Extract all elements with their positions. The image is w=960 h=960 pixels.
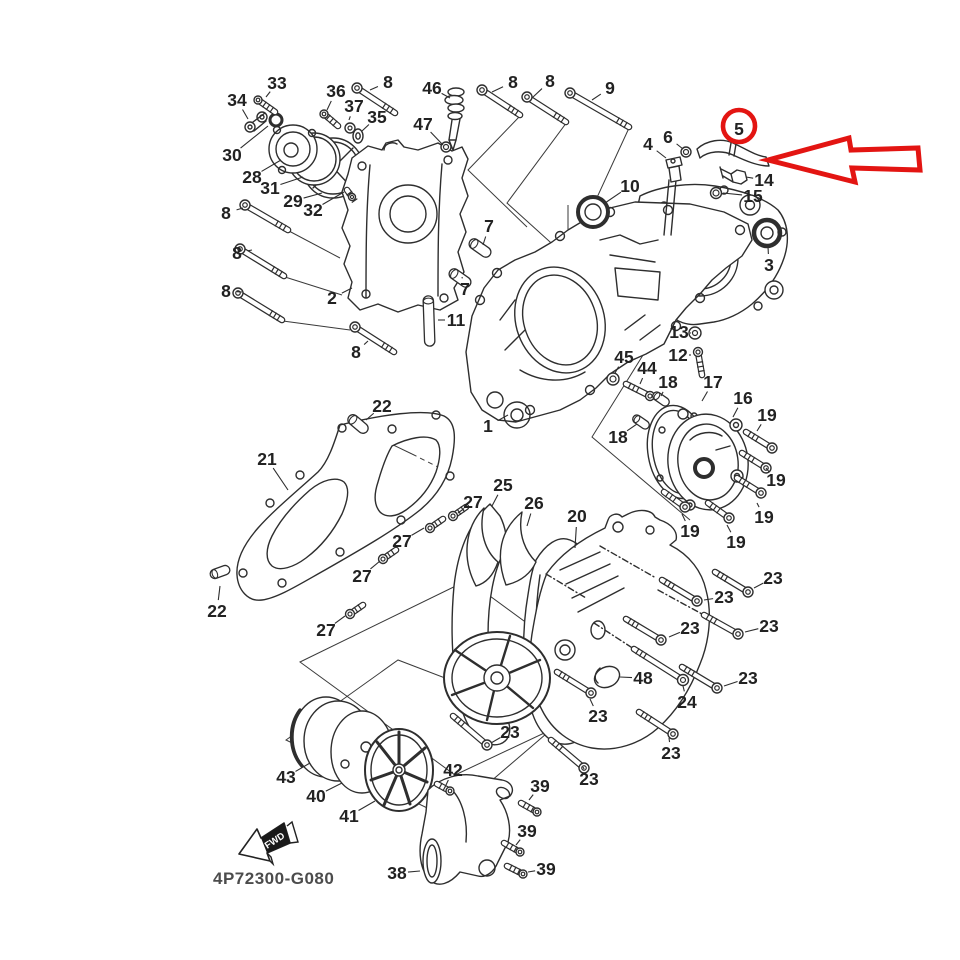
part-label-27-51: 27 <box>463 492 482 512</box>
part-label-27-53: 27 <box>352 566 371 586</box>
part-label-23-62: 23 <box>588 706 608 726</box>
part-label-8-16: 8 <box>221 203 231 223</box>
part-label-15-29: 15 <box>743 186 763 206</box>
part-label-7-21: 7 <box>484 216 494 236</box>
part-label-36-2: 36 <box>326 81 346 101</box>
engine-line-art <box>236 87 789 885</box>
part-label-23-57: 23 <box>680 618 700 638</box>
fwd-arrow: FWD <box>238 820 299 867</box>
part-label-3-30: 3 <box>764 255 774 275</box>
part-label-39-73: 39 <box>536 859 556 879</box>
part-label-43-66: 43 <box>276 767 296 787</box>
part-label-34-1: 34 <box>227 90 247 110</box>
part-label-41-68: 41 <box>339 806 359 826</box>
part-label-14-28: 14 <box>754 170 774 190</box>
part-label-45-34: 45 <box>614 347 634 367</box>
part-label-22-45: 22 <box>372 396 392 416</box>
part-label-19-42: 19 <box>754 507 774 527</box>
part-label-29-14: 29 <box>283 191 303 211</box>
part-label-8-8: 8 <box>545 71 555 91</box>
part-label-37-3: 37 <box>344 96 363 116</box>
part-label-23-58: 23 <box>759 616 779 636</box>
part-label-8-17: 8 <box>232 243 242 263</box>
part-label-38-70: 38 <box>387 863 407 883</box>
part-label-7-22: 7 <box>460 279 470 299</box>
highlight-circle-part-5 <box>720 107 758 145</box>
part-label-19-39: 19 <box>757 405 777 425</box>
leader-lines <box>217 85 770 873</box>
part-label-24-60: 24 <box>677 692 697 712</box>
part-label-32-15: 32 <box>303 200 323 220</box>
part-label-9-9: 9 <box>605 78 615 98</box>
part-label-46-6: 46 <box>422 78 442 98</box>
part-label-21-46: 21 <box>257 449 277 469</box>
part-label-25-48: 25 <box>493 475 513 495</box>
part-label-11-23: 11 <box>447 310 466 330</box>
part-label-17-37: 17 <box>703 372 722 392</box>
part-label-8-20: 8 <box>351 342 361 362</box>
part-label-31-13: 31 <box>260 178 280 198</box>
part-label-35-4: 35 <box>367 107 387 127</box>
gasket-bolt-holes <box>238 410 455 588</box>
part-label-8-7: 8 <box>508 72 518 92</box>
part-label-8-5: 8 <box>383 72 393 92</box>
part-label-1-31: 1 <box>483 416 493 436</box>
part-label-6-26: 6 <box>663 127 673 147</box>
part-label-40-67: 40 <box>306 786 326 806</box>
part-label-20-50: 20 <box>567 506 587 526</box>
part-label-44-35: 44 <box>637 358 657 378</box>
part-label-12-33: 12 <box>668 345 688 365</box>
part-label-18-36: 18 <box>658 372 678 392</box>
part-label-23-56: 23 <box>714 587 734 607</box>
part-label-27-52: 27 <box>392 531 411 551</box>
part-label-47-10: 47 <box>413 114 432 134</box>
part-label-19-41: 19 <box>766 470 786 490</box>
highlight-annotation <box>720 107 923 186</box>
part-label-10-24: 10 <box>620 176 640 196</box>
part-label-39-71: 39 <box>530 776 550 796</box>
diagram-code: 4P72300-G080 <box>213 869 334 888</box>
part-label-28-12: 28 <box>242 167 262 187</box>
part-label-4-25: 4 <box>643 134 653 154</box>
part-label-23-59: 23 <box>738 668 758 688</box>
part-label-13-32: 13 <box>669 322 689 342</box>
part-label-8-18: 8 <box>221 281 231 301</box>
part-label-16-38: 16 <box>733 388 753 408</box>
part-label-39-72: 39 <box>517 821 537 841</box>
part-label-30-11: 30 <box>222 145 242 165</box>
part-label-33-0: 33 <box>267 73 287 93</box>
part-label-22-47: 22 <box>207 601 227 621</box>
part-label-5-27: 5 <box>734 119 744 139</box>
part-label-19-44: 19 <box>726 532 746 552</box>
part-label-48-61: 48 <box>633 668 653 688</box>
part-label-23-64: 23 <box>661 743 681 763</box>
part-label-42-69: 42 <box>443 760 463 780</box>
hardware-fasteners <box>209 82 778 879</box>
part-label-26-49: 26 <box>524 493 544 513</box>
part-label-23-55: 23 <box>763 568 783 588</box>
part-label-23-65: 23 <box>579 769 599 789</box>
part-label-19-43: 19 <box>680 521 700 541</box>
part-label-2-19: 2 <box>327 288 337 308</box>
part-label-27-54: 27 <box>316 620 335 640</box>
highlight-arrow <box>758 134 923 186</box>
part-label-18-40: 18 <box>608 427 628 447</box>
part-label-23-63: 23 <box>500 722 520 742</box>
